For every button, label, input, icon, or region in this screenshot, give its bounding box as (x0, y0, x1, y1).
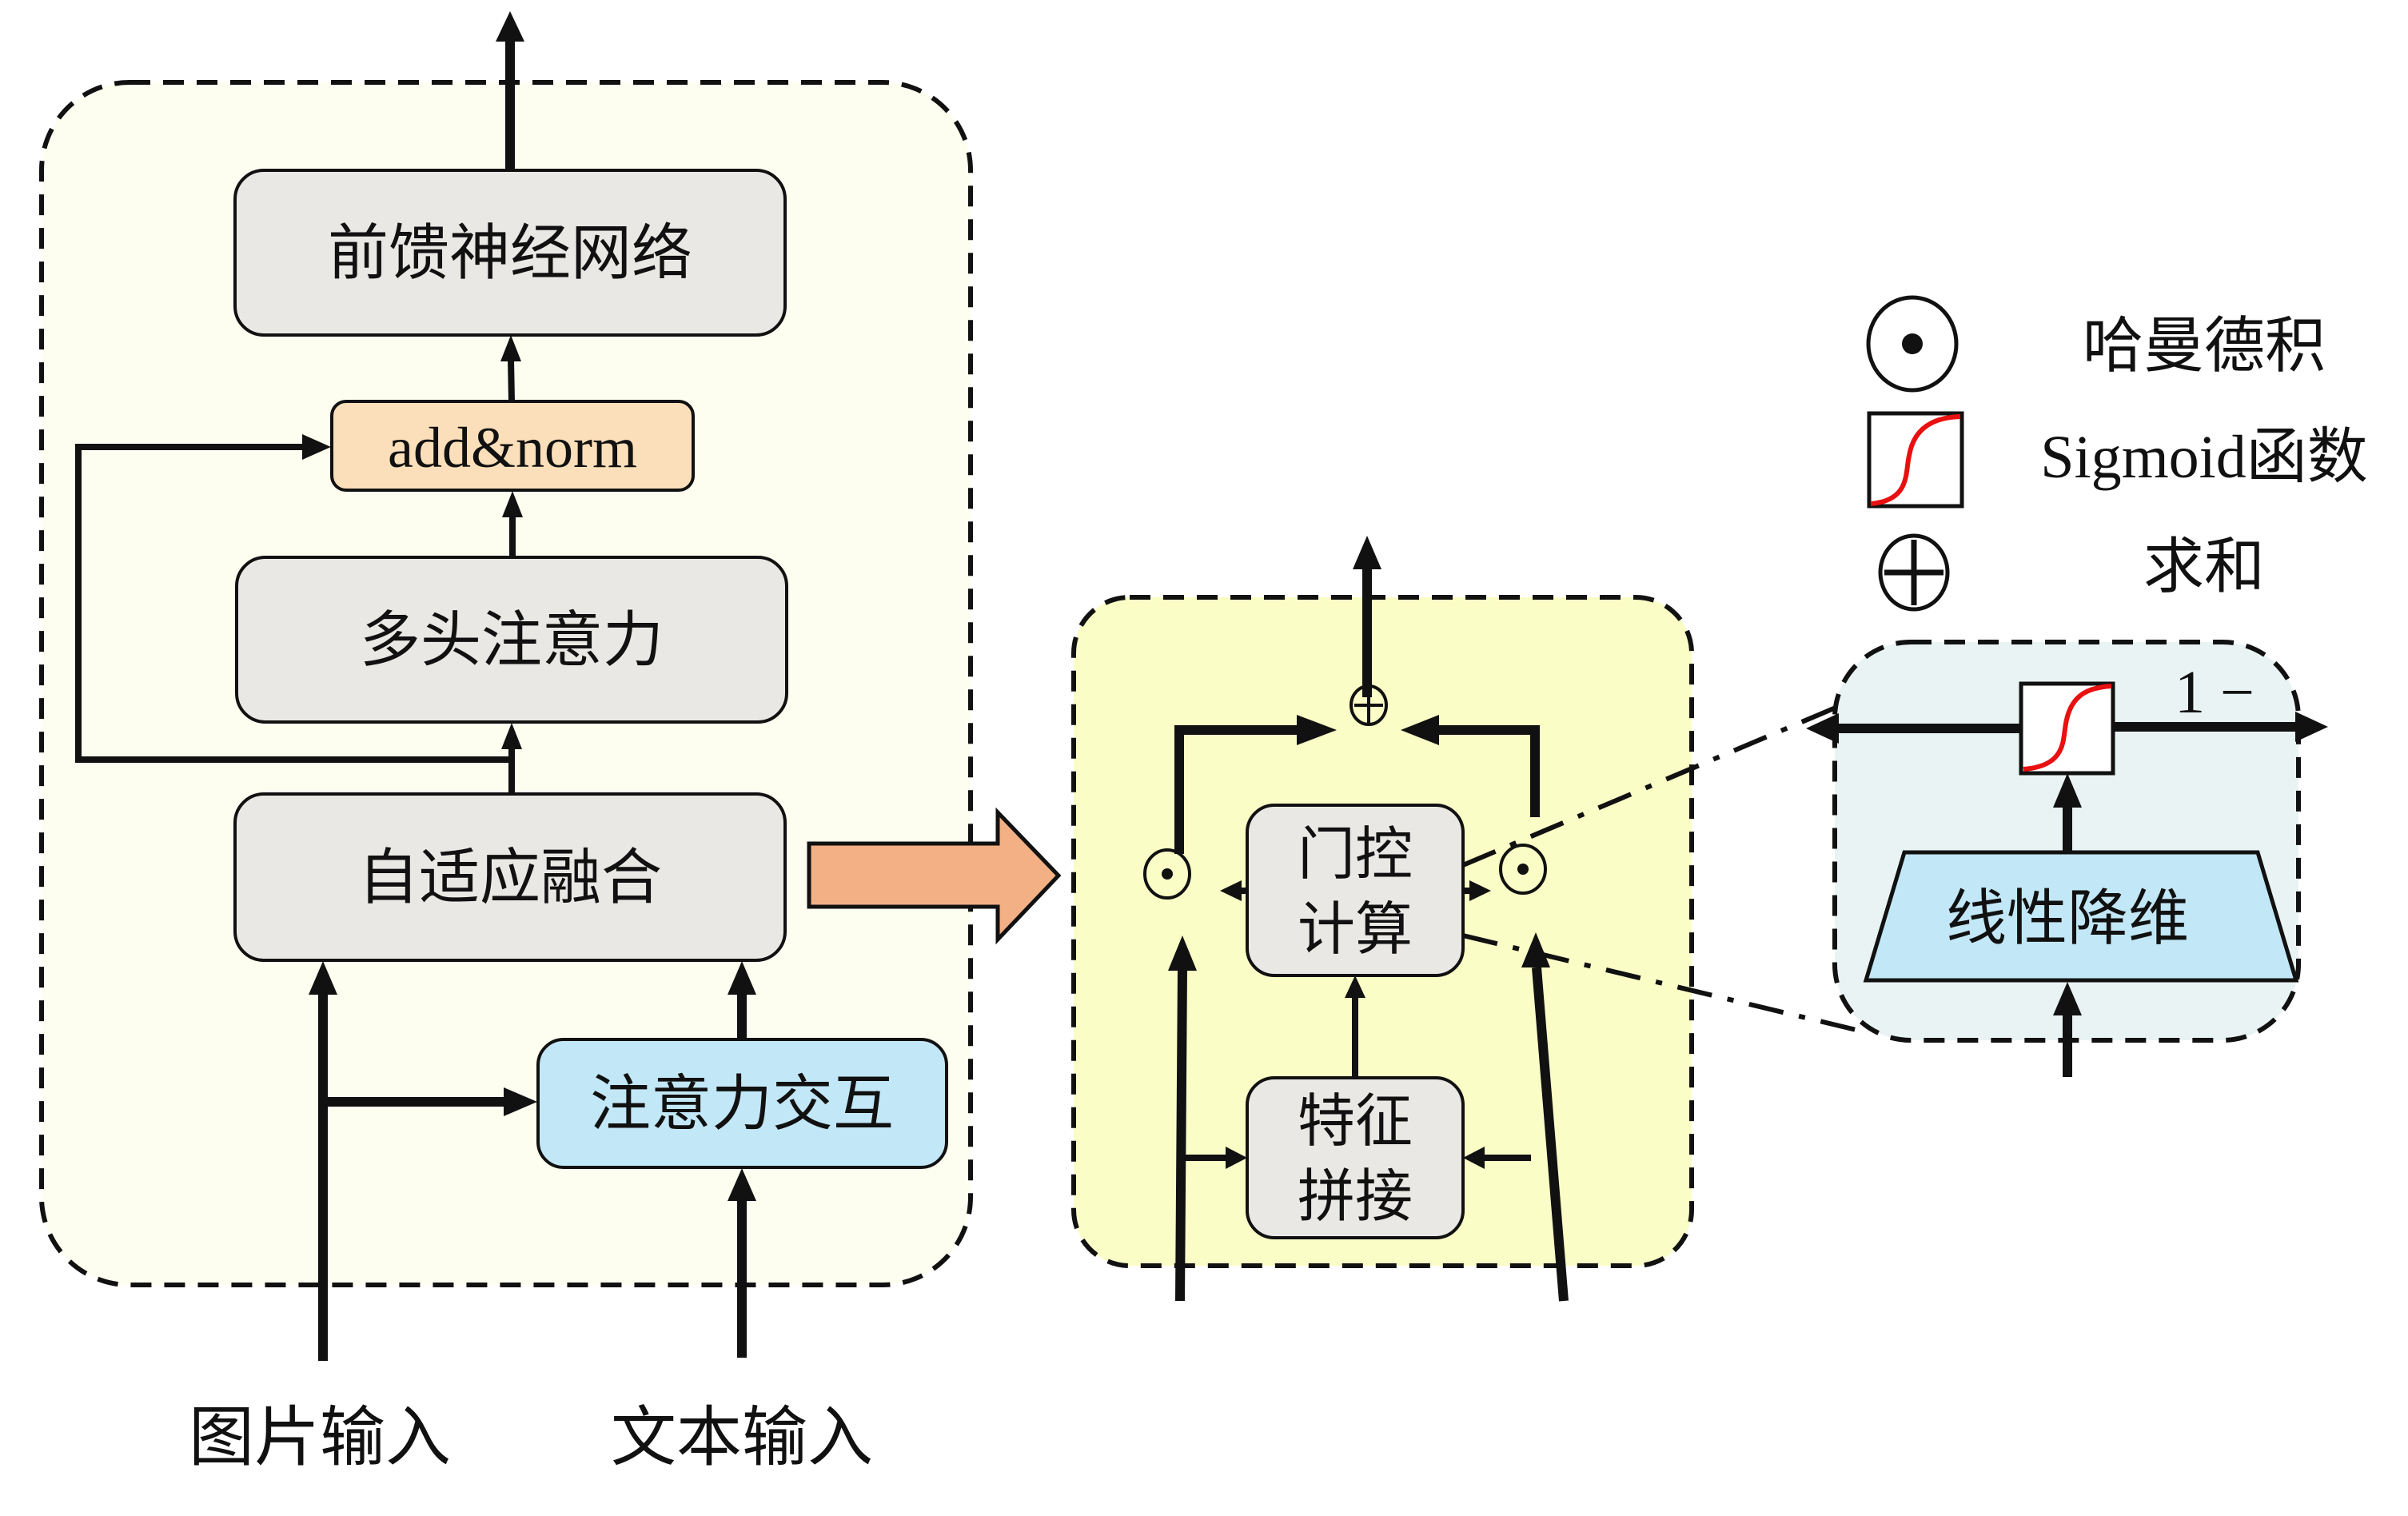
right-branch-line (1431, 725, 1540, 817)
gate-output-left-head (1806, 713, 1839, 744)
add-norm-label: add&norm (388, 416, 637, 480)
gate-to-right-hadamard-head (1469, 880, 1491, 901)
sum-icon (1350, 684, 1388, 726)
legend-item-sigmoid: Sigmoid函数 (1867, 411, 2368, 509)
multi-head-attention-box (235, 556, 788, 724)
fusion-right-input-head (1521, 932, 1550, 967)
text-input-label: 文本输入 (611, 1400, 873, 1476)
fusion-left-input-head (1168, 936, 1197, 971)
adaptive-fusion-detail: 门控 计算 特征 拼接 (1071, 536, 1694, 1302)
image-input-head (309, 961, 337, 995)
fusion-output-head (1353, 536, 1381, 569)
feature-concat-label-line1: 特征 (1298, 1087, 1413, 1155)
addnorm-to-ffn-head (500, 335, 521, 361)
hadamard-product-icon (1866, 295, 1959, 393)
attention-interaction-label: 注意力交互 (590, 1068, 894, 1139)
ffn-box (233, 169, 787, 337)
output-arrow-head (496, 11, 524, 42)
reduction-to-sigmoid-head (2053, 773, 2082, 808)
legend-label-sigmoid: Sigmoid函数 (2040, 424, 2368, 491)
addnorm-to-ffn-line (508, 359, 515, 402)
legend-label-sum: 求和 (2143, 531, 2265, 602)
legend-item-hadamard: 哈曼德积 (1866, 295, 2326, 393)
hadamard-product-icon-left (1143, 848, 1191, 900)
gate-detail-input-head (2053, 982, 2082, 1015)
residual-connection (75, 444, 512, 763)
image-to-interaction-head (504, 1087, 537, 1116)
encoder-module: 前馈神经网络 add&norm 多头注意力 自适应融合 注意力交互 (39, 11, 973, 1476)
gate-compute-detail: 1 − 线性降维 (1806, 640, 2328, 1077)
fusion-right-input-line (1532, 967, 1569, 1302)
concat-to-gate-head (1345, 975, 1365, 998)
right-to-concat-head (1463, 1147, 1485, 1169)
legend-label-hadamard: 哈曼德积 (2083, 310, 2326, 381)
linear-reduction-label: 线性降维 (1946, 883, 2189, 954)
fusion-to-mha-head (501, 723, 522, 749)
expand-arrow (807, 807, 1062, 945)
adaptive-fusion-box (233, 792, 787, 962)
hadamard-product-icon-right (1499, 844, 1547, 895)
fusion-left-input-line (1175, 968, 1187, 1302)
left-branch-head (1297, 715, 1337, 745)
text-input-head (728, 1168, 756, 1201)
right-branch-head (1401, 715, 1439, 745)
one-minus-label: 1 − (2175, 659, 2255, 726)
gate-compute-label-line2: 计算 (1298, 896, 1413, 963)
sigmoid-icon (1867, 411, 1964, 509)
linear-reduction-block (1863, 850, 2299, 983)
legend-item-sum: 求和 (1878, 531, 2265, 612)
image-input-label: 图片输入 (189, 1400, 451, 1476)
residual-arrow-head (302, 434, 331, 460)
gate-compute-label-line1: 门控 (1298, 820, 1413, 888)
sum-icon (1878, 533, 1950, 612)
ffn-label: 前馈神经网络 (328, 217, 692, 289)
zoom-guide-upper (1461, 701, 1847, 868)
legend: 哈曼德积 Sigmoid函数 求和 (1866, 295, 2368, 612)
adaptive-fusion-label: 自适应融合 (358, 842, 662, 913)
multi-head-attention-label: 多头注意力 (360, 604, 664, 676)
gate-output-right-head (2295, 712, 2328, 742)
mha-to-addnorm-head (502, 491, 523, 517)
left-branch-line (1174, 725, 1302, 854)
interaction-to-fusion-head (728, 961, 756, 995)
feature-concat-label-line2: 拼接 (1298, 1163, 1413, 1230)
sigmoid-icon (2019, 681, 2115, 776)
gate-to-left-hadamard-head (1220, 880, 1242, 901)
left-to-concat-head (1226, 1147, 1247, 1169)
add-norm-box (330, 400, 695, 492)
